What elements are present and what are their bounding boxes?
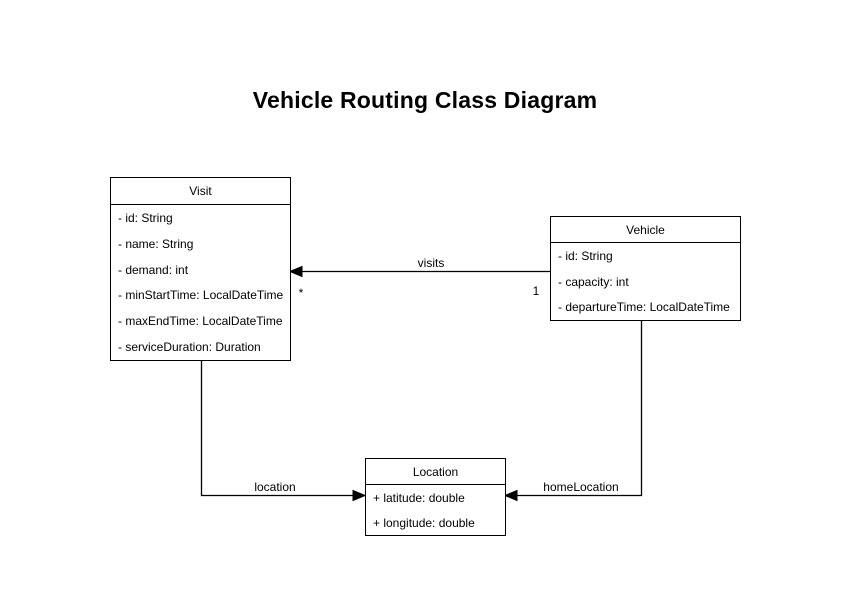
class-attributes-visit: - id: String - name: String - demand: in… <box>111 205 290 360</box>
class-attributes-vehicle: - id: String - capacity: int - departure… <box>551 243 740 320</box>
class-name-visit: Visit <box>111 178 290 205</box>
class-attributes-location: + latitude: double + longitude: double <box>366 485 505 535</box>
class-name-location: Location <box>366 459 505 485</box>
class-node-visit[interactable]: Visit - id: String - name: String - dema… <box>110 177 291 361</box>
diagram-title: Vehicle Routing Class Diagram <box>252 87 598 113</box>
multiplicity-visits-at-visit: * <box>298 286 304 300</box>
class-attribute: - serviceDuration: Duration <box>118 340 261 355</box>
class-attribute: - id: String <box>118 210 173 225</box>
class-attribute: - departureTime: LocalDateTime <box>558 300 730 315</box>
class-attribute: - minStartTime: LocalDateTime <box>118 288 284 303</box>
class-attribute: + latitude: double <box>373 490 465 505</box>
class-attribute: - id: String <box>558 248 613 263</box>
edge-label-homelocation: homeLocation <box>541 480 621 494</box>
class-name-vehicle: Vehicle <box>551 217 740 243</box>
class-attribute: + longitude: double <box>373 515 475 530</box>
edge-homelocation-line[interactable] <box>515 321 643 497</box>
edge-label-visits: visits <box>415 256 447 270</box>
edge-location-line[interactable] <box>200 361 356 497</box>
edge-visits-arrowhead <box>288 265 303 278</box>
multiplicity-visits-at-vehicle: 1 <box>532 284 540 298</box>
class-node-location[interactable]: Location + latitude: double + longitude:… <box>365 458 506 536</box>
class-node-vehicle[interactable]: Vehicle - id: String - capacity: int - d… <box>550 216 741 321</box>
edge-homelocation-arrowhead <box>503 489 518 502</box>
edge-location-arrowhead <box>352 489 367 502</box>
class-attribute: - capacity: int <box>558 274 629 289</box>
edge-label-location: location <box>252 480 298 494</box>
class-attribute: - name: String <box>118 236 194 251</box>
class-attribute: - demand: int <box>118 262 189 277</box>
class-attribute: - maxEndTime: LocalDateTime <box>118 314 283 329</box>
